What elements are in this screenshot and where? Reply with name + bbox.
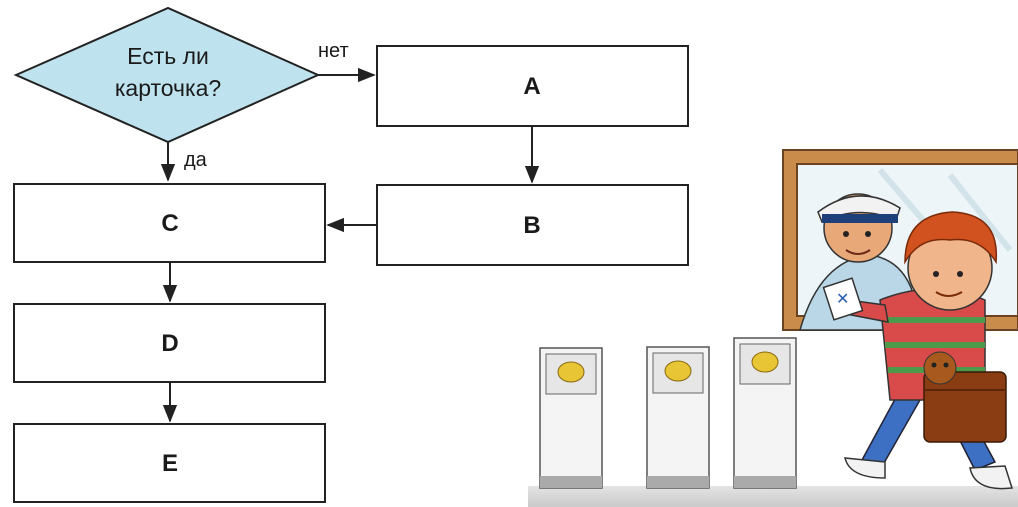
box-e: E <box>13 423 326 503</box>
box-d-label: D <box>161 330 178 357</box>
edge-no: нет <box>318 40 376 83</box>
box-e-label: E <box>162 450 178 477</box>
box-b: B <box>376 184 689 266</box>
box-a: A <box>376 45 689 127</box>
edge-yes: да <box>160 142 208 182</box>
box-a-label: A <box>523 73 540 100</box>
turnstile <box>539 347 603 489</box>
decision-label-line2: карточка? <box>115 75 221 101</box>
cashier-figure <box>799 193 916 331</box>
metro-illustration: ✕ <box>528 149 1018 507</box>
box-b-label: B <box>523 212 540 239</box>
edge-no-label: нет <box>318 40 349 62</box>
box-c: C <box>13 183 326 263</box>
svg-text:✕: ✕ <box>836 289 849 308</box>
decision-node: Есть ли карточка? <box>13 6 321 144</box>
decision-label-line1: Есть ли <box>127 43 209 69</box>
edge-yes-label: да <box>184 149 208 171</box>
turnstile <box>733 337 797 489</box>
floor <box>528 486 1018 507</box>
boy-figure: ✕ <box>822 211 1013 490</box>
box-d: D <box>13 303 326 383</box>
box-c-label: C <box>161 210 178 237</box>
turnstile <box>646 346 710 489</box>
